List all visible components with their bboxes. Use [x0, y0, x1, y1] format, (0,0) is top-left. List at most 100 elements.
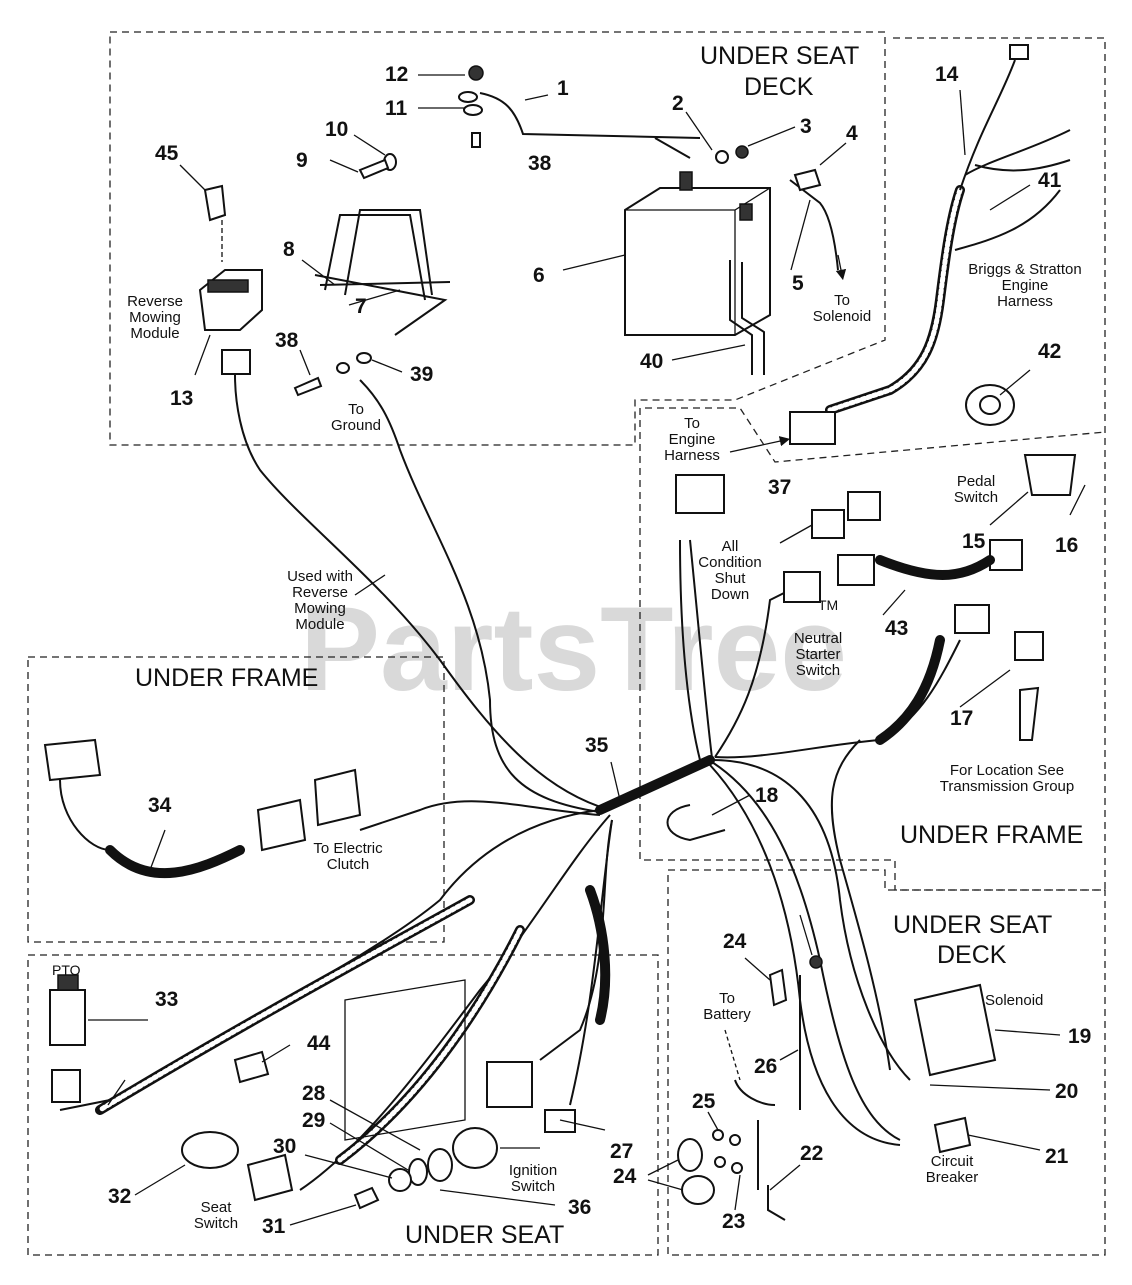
svg-text:Ground: Ground: [331, 417, 381, 434]
svg-text:To: To: [834, 292, 850, 309]
svg-text:Used with: Used with: [287, 568, 353, 585]
callout-29: 29: [302, 1109, 325, 1132]
engine-harness-terminal: [1009, 44, 1029, 60]
callout-6: 6: [533, 264, 545, 287]
label-to-solenoid: To Solenoid: [813, 292, 871, 325]
callout-5: 5: [792, 272, 804, 295]
svg-text:To: To: [684, 415, 700, 432]
label-used-with-rmm: Used with Reverse Mowing Module: [287, 568, 353, 633]
svg-text:Harness: Harness: [997, 293, 1053, 310]
svg-text:Battery: Battery: [703, 1006, 751, 1023]
svg-text:Module: Module: [130, 325, 179, 342]
svg-text:Starter: Starter: [795, 646, 840, 663]
clip-part-18: [666, 804, 726, 842]
battery-part: [624, 171, 771, 336]
svg-text:Seat: Seat: [201, 1199, 233, 1216]
region-title-under-seat-deck-bottom-2: DECK: [937, 941, 1007, 969]
label-for-location: For Location See Transmission Group: [940, 762, 1075, 795]
callout-27: 27: [610, 1140, 633, 1163]
svg-text:Condition: Condition: [698, 554, 761, 571]
callout-2: 2: [672, 92, 684, 115]
svg-text:Switch: Switch: [954, 489, 998, 506]
ground-wire-part: [293, 352, 372, 397]
callout-12: 12: [385, 63, 408, 86]
label-to-battery: To Battery: [703, 990, 751, 1023]
solenoid-area-parts: [677, 955, 997, 1221]
battery-cable-1: [479, 92, 701, 159]
svg-text:Engine: Engine: [669, 431, 716, 448]
callout-22: 22: [800, 1142, 823, 1165]
callout-11: 11: [385, 97, 408, 120]
callout-19: 19: [1068, 1025, 1091, 1048]
engine-harness-connector: [789, 411, 836, 445]
callout-33: 33: [155, 988, 178, 1011]
callout-10: 10: [325, 118, 348, 141]
zone-under-seat: [27, 954, 659, 1256]
region-title-under-frame-left: UNDER FRAME: [135, 664, 318, 692]
svg-text:Circuit: Circuit: [931, 1153, 974, 1170]
label-to-electric-clutch: To Electric Clutch: [313, 840, 383, 873]
zone-under-seat-deck-bottom: [667, 869, 1106, 1256]
svg-text:Mowing: Mowing: [129, 309, 181, 326]
callout-32: 32: [108, 1185, 131, 1208]
callout-7: 7: [355, 295, 367, 318]
reverse-mowing-module-part: [198, 184, 263, 375]
svg-text:To Electric: To Electric: [313, 840, 383, 857]
region-title-under-seat-deck-bottom-1: UNDER SEAT: [893, 911, 1052, 939]
region-title-under-seat-deck-top-2: DECK: [744, 73, 814, 101]
svg-text:Switch: Switch: [796, 662, 840, 679]
svg-text:Engine: Engine: [1002, 277, 1049, 294]
watermark-tm: TM: [818, 597, 838, 613]
svg-text:Briggs & Stratton: Briggs & Stratton: [968, 261, 1081, 278]
svg-text:Transmission Group: Transmission Group: [940, 778, 1075, 795]
label-pedal-switch: Pedal Switch: [954, 473, 998, 506]
battery-bracket-part: [314, 209, 451, 336]
svg-text:Reverse: Reverse: [127, 293, 183, 310]
callout-40: 40: [640, 350, 663, 373]
svg-text:Pedal: Pedal: [957, 473, 995, 490]
svg-text:Ignition: Ignition: [509, 1162, 557, 1179]
upper-right-connectors: [675, 454, 1077, 745]
label-to-ground: To Ground: [331, 401, 381, 434]
callout-38-left: 38: [275, 329, 299, 352]
label-circuit-breaker: Circuit Breaker: [926, 1153, 979, 1186]
svg-text:Down: Down: [711, 586, 749, 603]
label-reverse-mowing-module: Reverse Mowing Module: [127, 293, 183, 342]
callout-25: 25: [692, 1090, 716, 1113]
callout-4: 4: [846, 122, 858, 145]
hardware-parts: [358, 65, 822, 192]
callout-23: 23: [722, 1210, 745, 1233]
svg-text:Harness: Harness: [664, 447, 720, 464]
svg-text:Shut: Shut: [715, 570, 747, 587]
region-title-under-frame-right: UNDER FRAME: [900, 821, 1083, 849]
label-all-condition-shut-down: All Condition Shut Down: [698, 538, 761, 603]
label-seat-switch: Seat Switch: [194, 1199, 238, 1232]
label-neutral-starter-switch: Neutral Starter Switch: [794, 630, 842, 679]
callout-16: 16: [1055, 534, 1078, 557]
callout-38-top: 38: [528, 152, 552, 175]
callout-34: 34: [148, 794, 172, 817]
callout-13: 13: [170, 387, 193, 410]
callout-37: 37: [768, 476, 791, 499]
svg-text:Clutch: Clutch: [327, 856, 370, 873]
svg-text:To: To: [348, 401, 364, 418]
callout-26: 26: [754, 1055, 777, 1078]
callout-28: 28: [302, 1082, 326, 1105]
battery-cable-5: [789, 179, 839, 271]
svg-text:Module: Module: [295, 616, 344, 633]
callout-1: 1: [557, 77, 569, 100]
svg-text:Solenoid: Solenoid: [813, 308, 871, 325]
callout-21: 21: [1045, 1145, 1069, 1168]
svg-text:Switch: Switch: [194, 1215, 238, 1232]
svg-text:To: To: [719, 990, 735, 1007]
callout-31: 31: [262, 1215, 286, 1238]
callout-17: 17: [950, 707, 973, 730]
svg-text:Reverse: Reverse: [292, 584, 348, 601]
label-to-engine-harness: To Engine Harness: [664, 415, 720, 464]
region-title-under-seat: UNDER SEAT: [405, 1221, 564, 1249]
callout-30: 30: [273, 1135, 296, 1158]
callout-41: 41: [1038, 169, 1062, 192]
callout-24-top: 24: [723, 930, 747, 953]
svg-text:For Location See: For Location See: [950, 762, 1064, 779]
